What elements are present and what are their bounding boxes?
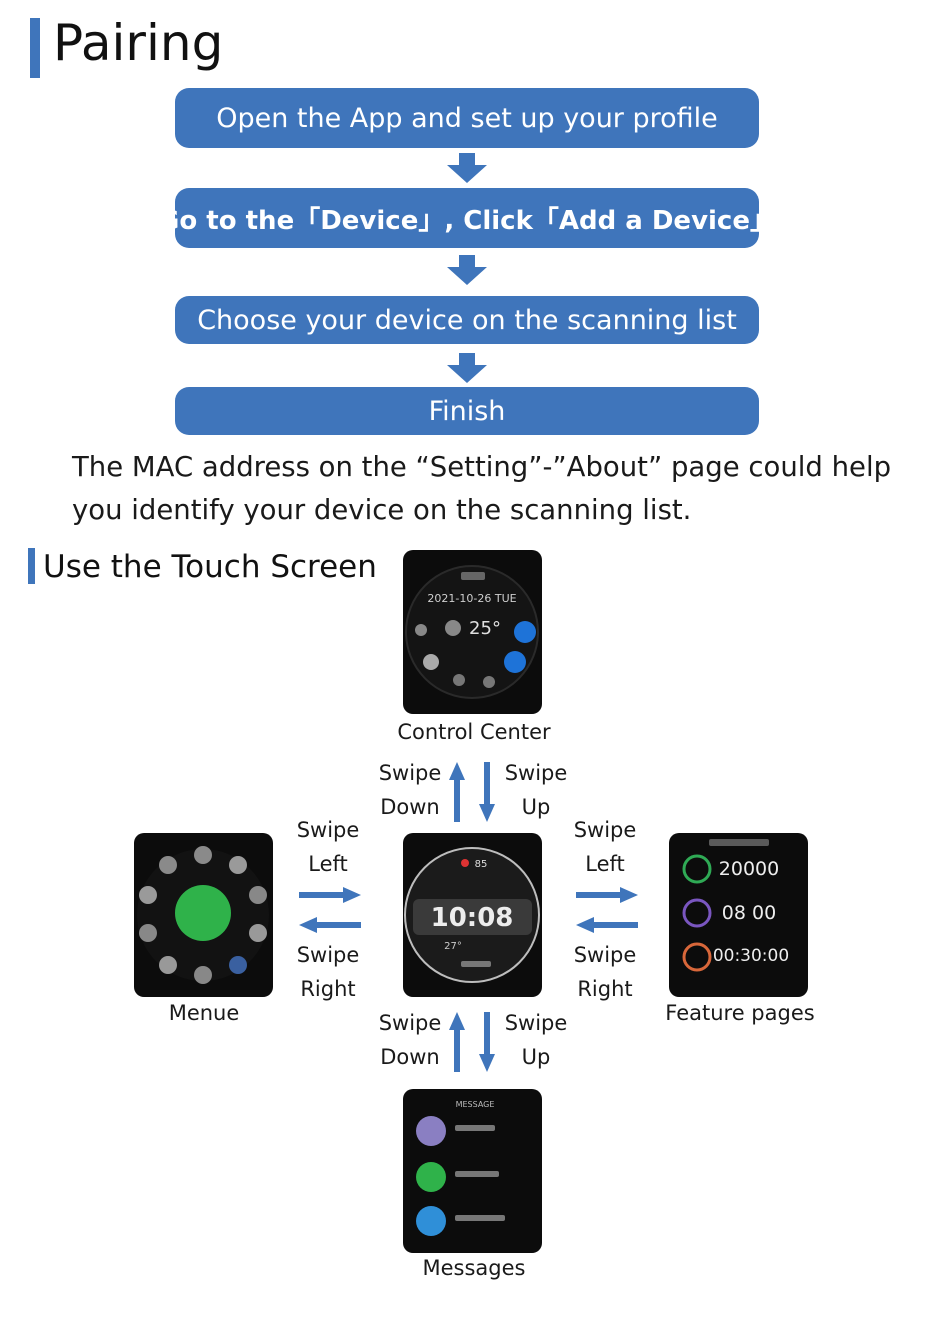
right-arrow-icon [299,887,361,903]
gesture-swipe-up-bottom: Swipe Up [504,1011,568,1069]
pairing-step-3: Choose your device on the scanning list [175,296,759,344]
messages-face: MESSAGE [416,1100,505,1236]
pairing-title-bar [30,18,40,78]
up-arrow-icon [449,1012,465,1072]
touch-title: Use the Touch Screen [43,549,377,585]
gesture-swipe-right-feature: Swipe Right [573,943,637,1001]
feature-face: 20000 08 00 00:30:00 [682,839,789,972]
gesture-swipe-down-top: Swipe Down [378,761,442,819]
mac-address-note: The MAC address on the “Setting”-”About”… [72,446,932,532]
down-arrow-icon [479,1012,495,1072]
pairing-title: Pairing [53,14,224,72]
note-line-1: The MAC address on the “Setting”-”About”… [72,451,892,483]
gesture-swipe-down-bottom: Swipe Down [378,1011,442,1069]
cc-date: 2021-10-26 TUE [427,592,516,605]
caption-control-center: Control Center [397,720,551,744]
menu-screen [134,833,273,997]
feature-steps: 20000 [719,858,779,880]
caption-menu: Menue [168,1001,240,1025]
gesture-swipe-left-feature: Swipe Left [573,818,637,876]
home-time: 10:08 [431,903,514,933]
feature-clock: 08 00 [722,902,776,924]
down-arrow-icon [447,353,487,383]
control-center-screen: 2021-10-26 TUE 25° [403,550,542,714]
messages-screen: MESSAGE [403,1089,542,1253]
cc-temp: 25° [469,618,501,639]
down-arrow-icon [447,255,487,285]
menu-face [137,846,269,984]
feature-timer: 00:30:00 [713,946,789,966]
left-arrow-icon [576,917,638,933]
touch-title-bar [28,548,35,584]
left-arrow-icon [299,917,361,933]
home-screen: 85 10:08 27° [403,833,542,997]
home-temp: 27° [444,941,462,952]
note-line-2: you identify your device on the scanning… [72,494,692,526]
gesture-swipe-left-menu: Swipe Left [296,818,360,876]
gesture-swipe-right-menu: Swipe Right [296,943,360,1001]
gesture-swipe-up-top: Swipe Up [504,761,568,819]
home-top-value: 85 [475,859,488,870]
pairing-step-1: Open the App and set up your profile [175,88,759,148]
right-arrow-icon [576,887,638,903]
control-center-face: 2021-10-26 TUE 25° [405,565,539,699]
home-face: 85 10:08 27° [404,847,540,983]
up-arrow-icon [449,762,465,822]
feature-pages-screen: 20000 08 00 00:30:00 [669,833,808,997]
down-arrow-icon [479,762,495,822]
caption-feature-pages: Feature pages [665,1001,815,1025]
caption-messages: Messages [422,1256,526,1280]
messages-header: MESSAGE [456,1100,495,1109]
pairing-step-2: Go to the「Device」, Click「Add a Device」 [158,188,776,248]
pairing-step-4: Finish [175,387,759,435]
down-arrow-icon [447,153,487,183]
